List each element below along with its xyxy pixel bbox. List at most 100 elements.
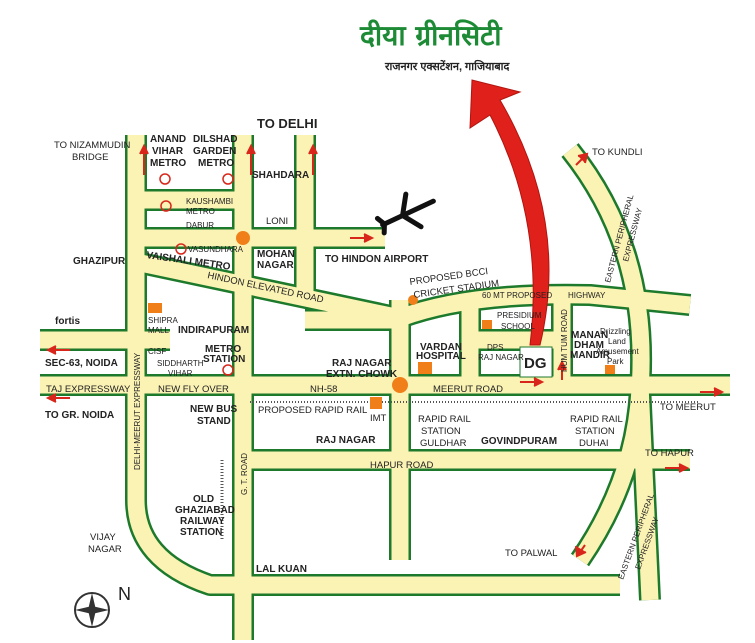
label: RAILWAY xyxy=(180,516,225,527)
label: RAJ NAGAR xyxy=(478,353,524,362)
label-road: HUM TUM ROAD xyxy=(560,309,569,372)
label: STATION xyxy=(575,426,615,437)
label-road: G. T. ROAD xyxy=(240,453,249,495)
road xyxy=(397,286,691,326)
label: TO PALWAL xyxy=(505,548,557,559)
stadium-marker xyxy=(408,295,418,305)
label: VARDAN xyxy=(420,342,462,353)
label: Amusement xyxy=(596,347,639,356)
compass-icon xyxy=(74,592,110,628)
svg-text:DG: DG xyxy=(524,355,547,372)
label: PROPOSED RAPID RAIL xyxy=(258,405,367,416)
label: MALL xyxy=(148,326,169,335)
label: STATION xyxy=(180,527,222,538)
label: GOVINDPURAM xyxy=(481,436,557,447)
label: RAJ NAGAR xyxy=(332,358,392,369)
label: DHAM xyxy=(574,340,604,351)
label: OLD xyxy=(193,494,214,505)
label-road: HIGHWAY xyxy=(568,291,606,300)
label: SCHOOL xyxy=(501,322,535,331)
label: TO NIZAMMUDIN xyxy=(54,140,130,151)
label: GARDEN xyxy=(193,146,236,157)
label: MANAN xyxy=(571,330,608,341)
label: GHAZIABAD xyxy=(175,505,235,516)
label: METRO xyxy=(186,207,215,216)
label: STAND xyxy=(197,416,231,427)
label: IMT xyxy=(370,413,387,424)
label: SIDDHARTH xyxy=(157,359,204,368)
presidium-marker xyxy=(482,320,492,329)
label: DILSHAD xyxy=(193,134,237,145)
imt-marker xyxy=(370,397,382,409)
metro-icon xyxy=(175,243,187,255)
label: VIJAY xyxy=(90,532,116,543)
road xyxy=(134,253,402,327)
label: KAUSHAMBI xyxy=(186,197,233,206)
label: Park xyxy=(607,357,624,366)
label: NAGAR xyxy=(257,260,294,271)
label: SHIPRA xyxy=(148,316,178,325)
label: METRO xyxy=(198,158,234,169)
label-road: NEW FLY OVER xyxy=(158,384,229,395)
label: INDIRAPURAM xyxy=(178,325,249,336)
roads xyxy=(40,135,730,640)
road xyxy=(127,135,620,594)
label: GULDHAR xyxy=(420,438,467,449)
label: MANDIR xyxy=(570,350,611,361)
airplane-icon xyxy=(374,191,436,236)
shipra-mall-marker xyxy=(148,303,162,313)
label: TO KUNDLI xyxy=(592,147,643,158)
label: GHAZIPUR xyxy=(73,256,126,267)
label: TO GR. NOIDA xyxy=(45,410,114,421)
label: BRIDGE xyxy=(72,152,108,163)
metro-icons xyxy=(159,173,234,376)
drizzling-park-marker xyxy=(605,365,615,374)
label: VIHAR xyxy=(168,369,193,378)
label-road: DELHI-MEERUT EXPRESSWAY xyxy=(133,352,142,470)
label: VIHAR xyxy=(152,146,184,157)
label: LAL KUAN xyxy=(256,564,307,575)
label-to-delhi: TO DELHI xyxy=(257,116,317,131)
vardan-hospital-marker xyxy=(418,362,432,374)
label-road: TAJ EXPRESSWAY xyxy=(46,384,131,395)
label: STATION xyxy=(203,354,245,365)
direction-arrows xyxy=(45,143,725,558)
label: CISF xyxy=(148,347,166,356)
label: DABUR xyxy=(186,221,214,230)
location-pointer-arrow xyxy=(469,79,550,346)
label-road: HAPUR ROAD xyxy=(370,460,433,471)
label: MOHAN xyxy=(257,249,295,260)
label: SEC-63, NOIDA xyxy=(45,358,118,369)
metro-icon xyxy=(159,173,171,185)
label: Drizzling xyxy=(600,327,631,336)
label: TO HINDON AIRPORT xyxy=(325,254,428,265)
label: NAGAR xyxy=(88,544,122,555)
markers xyxy=(148,231,615,409)
metro-icon xyxy=(160,200,172,212)
metro-icon xyxy=(222,364,234,376)
label: VASUNDHARA xyxy=(188,245,244,254)
label-road: 60 MT PROPOSED xyxy=(482,291,552,300)
label: SHAHDARA xyxy=(252,170,309,181)
label: HOSPITAL xyxy=(416,351,466,362)
label: Land xyxy=(608,337,626,346)
label: METRO xyxy=(150,158,186,169)
project-subtitle: राजनगर एक्सटेंशन, गाजियाबाद xyxy=(384,59,510,73)
label: PRESIDIUM xyxy=(497,311,542,320)
label: DUHAI xyxy=(579,438,609,449)
label: EXTN. CHOWK xyxy=(326,369,398,380)
fortis-logo: fortis xyxy=(55,316,80,327)
road xyxy=(563,144,650,565)
label: TO MEERUT xyxy=(660,402,716,413)
label: LONI xyxy=(266,216,288,227)
label: TO HAPUR xyxy=(645,448,694,459)
junction-marker xyxy=(236,231,250,245)
label: RAPID RAIL xyxy=(418,414,471,425)
label-road: MEERUT ROAD xyxy=(433,384,503,395)
label: RAJ NAGAR xyxy=(316,435,376,446)
label: METRO xyxy=(205,344,241,355)
label: ANAND xyxy=(150,134,186,145)
project-title: दीया ग्रीनसिटी xyxy=(359,19,503,52)
label: DPS xyxy=(487,343,503,352)
label: NEW BUS xyxy=(190,404,238,415)
